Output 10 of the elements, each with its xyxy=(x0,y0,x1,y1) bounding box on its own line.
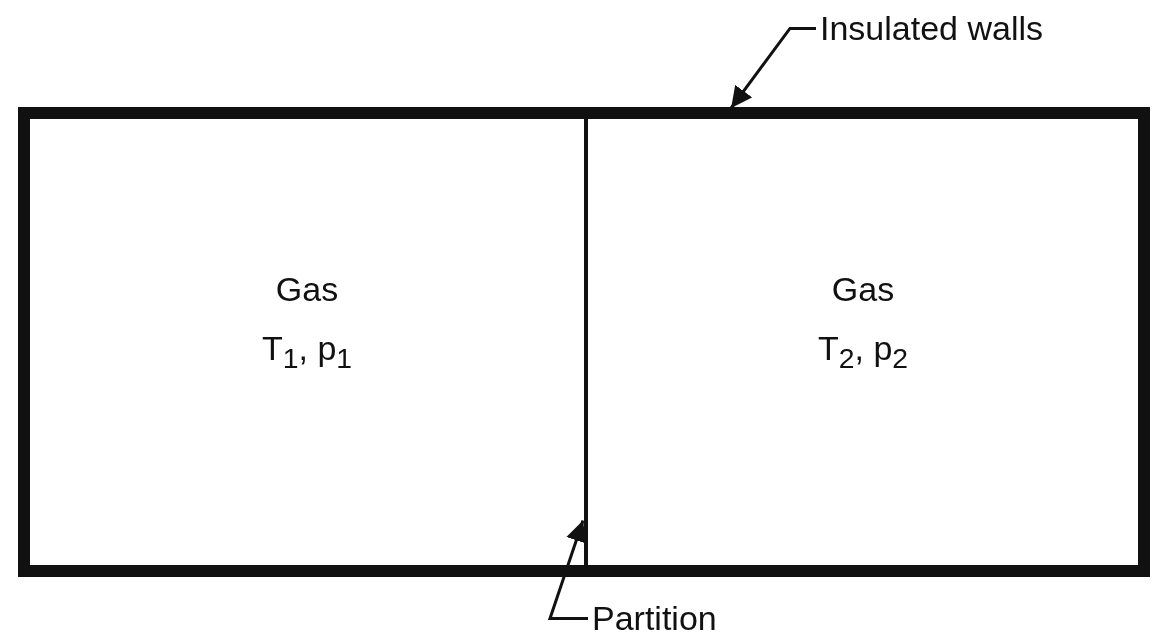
leader-line xyxy=(729,26,816,109)
callout-label: Insulated walls xyxy=(820,8,1043,49)
leader-line xyxy=(547,519,588,620)
state-label: T$_{1}$, p$_{1}$ xyxy=(261,327,353,376)
state-label: T$_{2}$, p$_{2}$ xyxy=(817,327,909,376)
callout-label: Partition xyxy=(592,598,717,639)
gas-label: Gas xyxy=(831,269,895,310)
insulated-container xyxy=(18,107,1150,577)
gas-label: Gas xyxy=(275,269,339,310)
partition-wall xyxy=(584,119,588,565)
